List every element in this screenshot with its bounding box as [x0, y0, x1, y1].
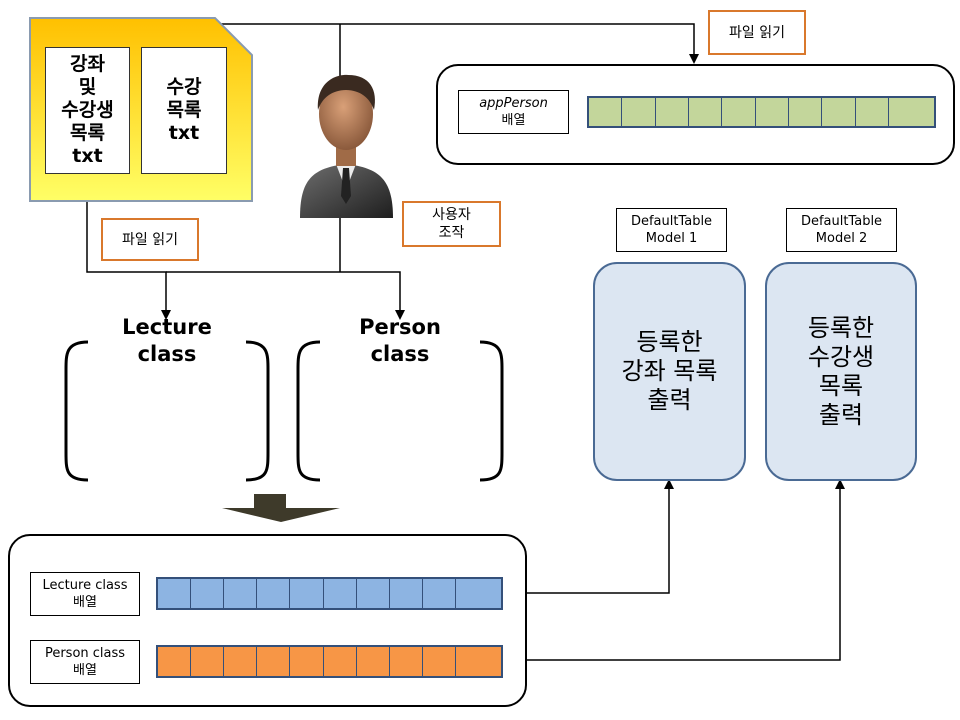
registered-lecture-output: 등록한 강좌 목록 출력 [593, 262, 746, 481]
line-file-to-appperson [181, 23, 699, 64]
table-model-1-label: DefaultTable Model 1 [616, 208, 727, 252]
lecture-class-brace-left [64, 340, 89, 482]
app-person-label: appPerson 배열 [458, 90, 569, 134]
app-person-name: appPerson [479, 96, 548, 111]
file-read-label-left: 파일 읽기 [101, 218, 199, 261]
lecture-class-array [156, 577, 503, 610]
line-file-to-lecture [86, 174, 171, 320]
person-class-title: Person class [359, 315, 441, 366]
registered-student-output: 등록한 수강생 목록 출력 [765, 262, 917, 481]
person-class-brace-left [296, 340, 321, 482]
lecture-class-title: Lecture class [122, 315, 212, 366]
app-person-suffix: 배열 [501, 113, 526, 128]
file-read-label-top: 파일 읽기 [708, 10, 806, 55]
user-icon [298, 72, 395, 220]
user-action-label: 사용자 조작 [402, 201, 501, 247]
app-person-array [587, 96, 936, 128]
person-class-array [156, 645, 503, 678]
line-lecture-array-to-model1 [503, 479, 674, 594]
lecture-class-brace-right [245, 340, 270, 482]
table-model-2-label: DefaultTable Model 2 [786, 208, 897, 252]
person-class-brace-right [479, 340, 504, 482]
big-down-arrow-icon [222, 494, 340, 522]
person-array-label: Person class 배열 [30, 640, 140, 684]
enrollment-list-file: 수강 목록 txt [141, 47, 227, 174]
line-person-array-to-model2 [503, 479, 845, 661]
lecture-student-list-file: 강좌 및 수강생 목록 txt [45, 47, 130, 174]
line-to-person [340, 271, 405, 320]
lecture-array-label: Lecture class 배열 [30, 572, 140, 616]
